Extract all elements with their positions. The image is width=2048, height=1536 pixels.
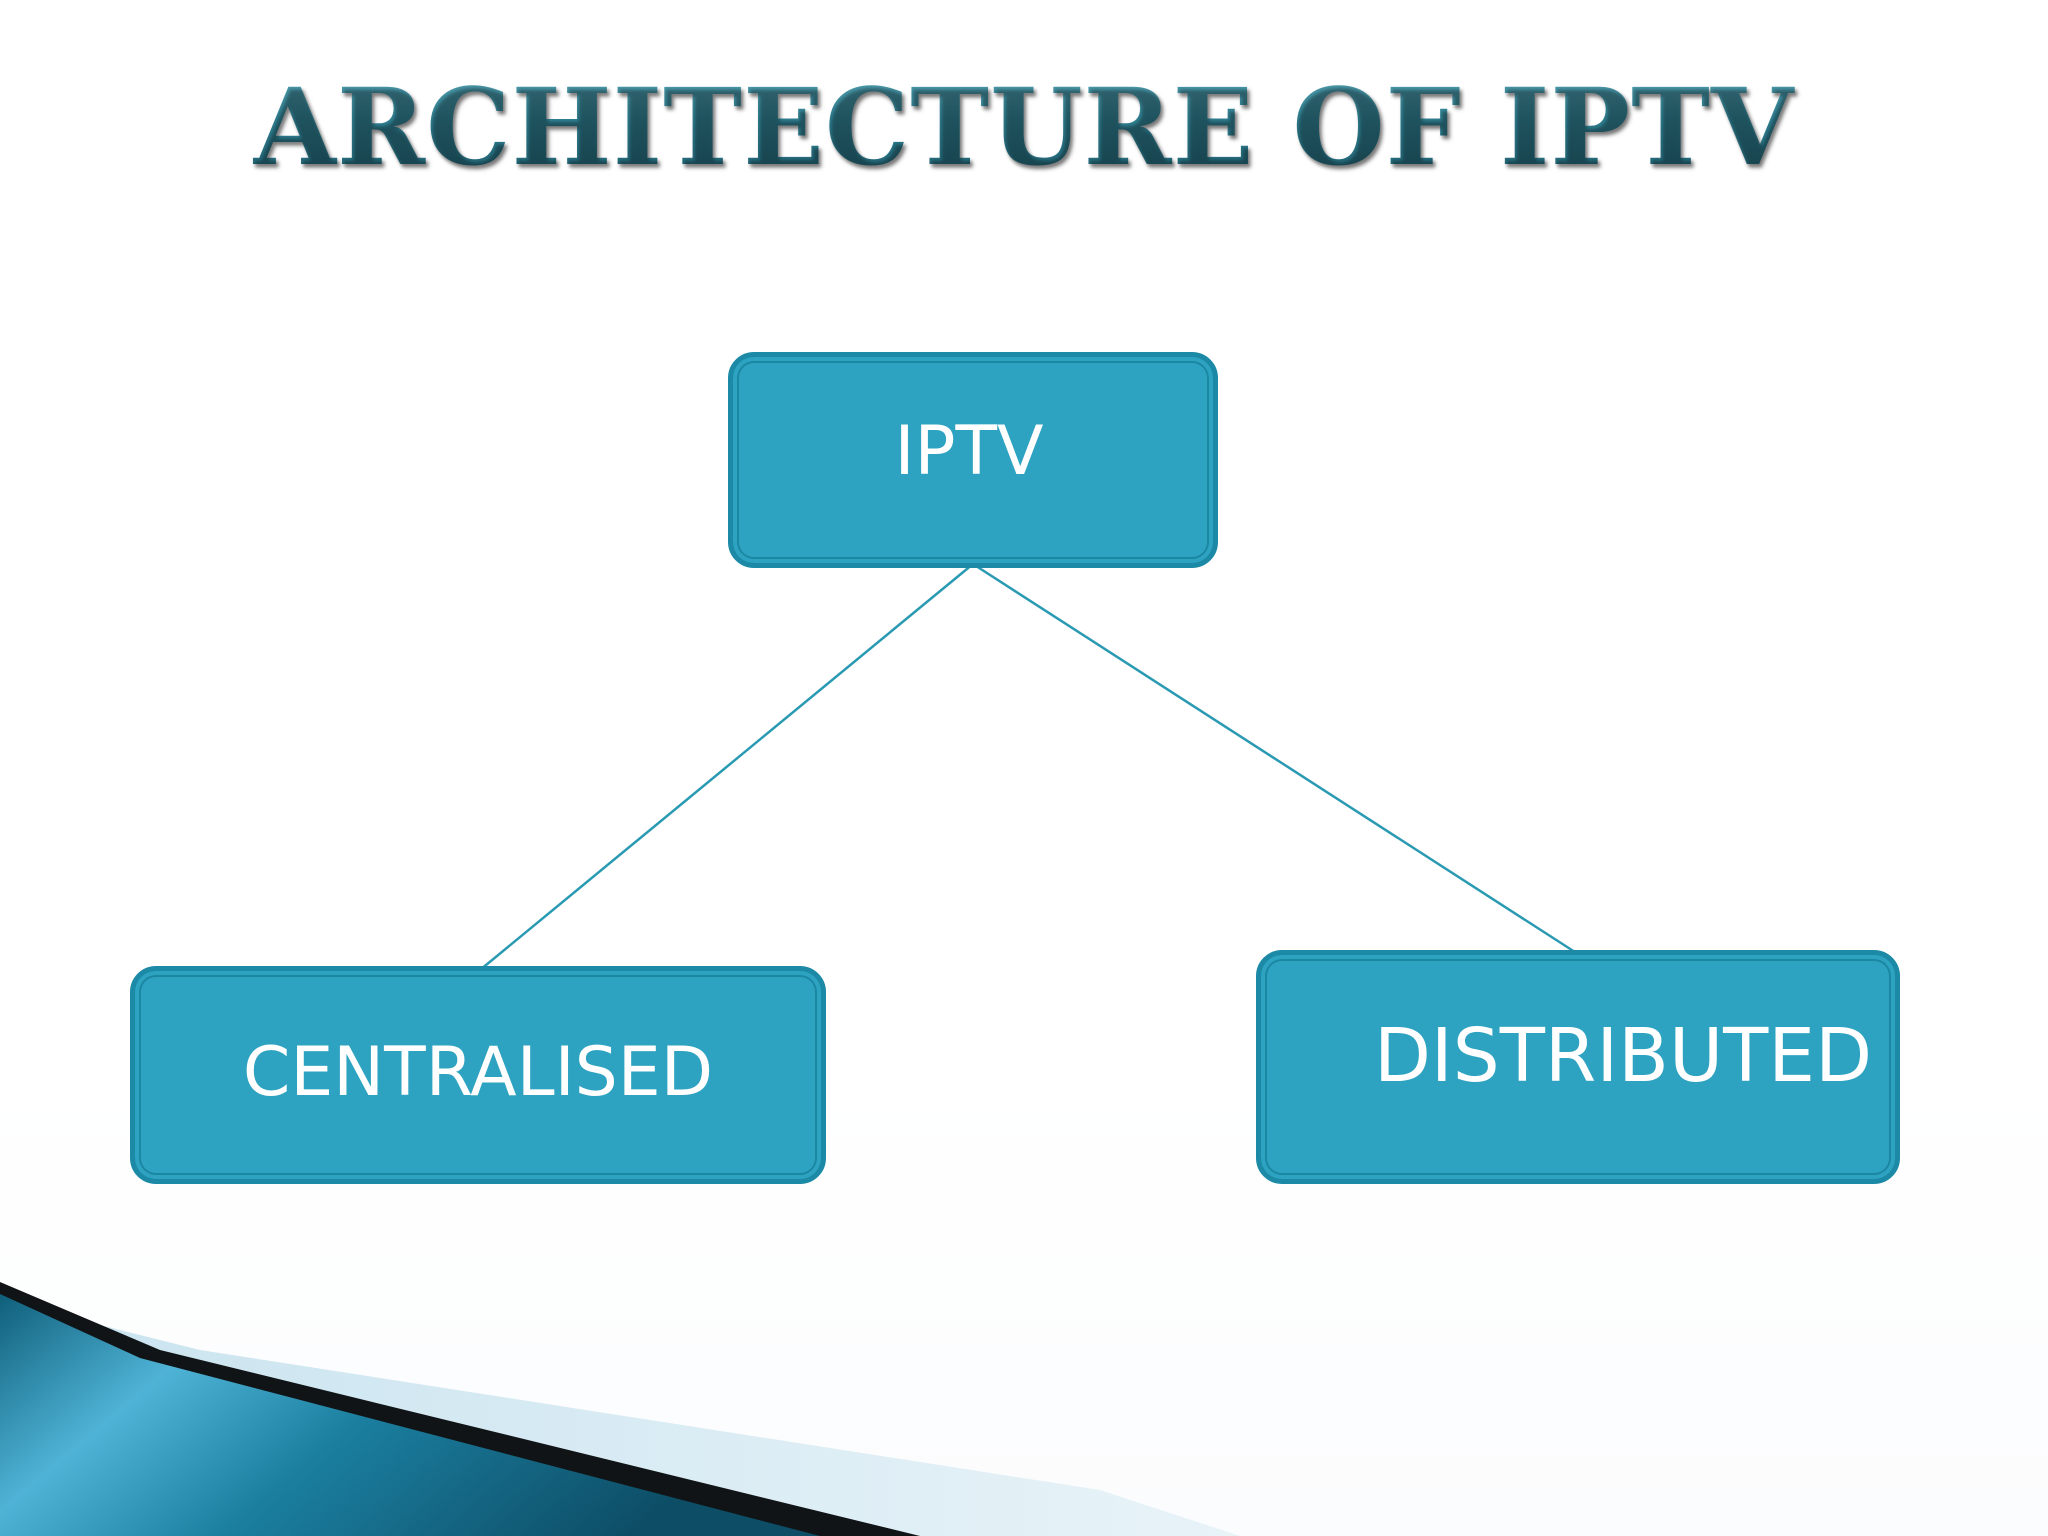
node-centralised-label: CENTRALISED bbox=[242, 1032, 714, 1112]
node-distributed-label: DISTRIBUTED bbox=[1373, 1013, 1873, 1099]
slide-title-shadow: ARCHITECTURE OF IPTV bbox=[3, 66, 2048, 196]
connector-root-to-distributed bbox=[972, 562, 1579, 956]
node-root-label: IPTV bbox=[894, 411, 1044, 491]
decorative-corner-swoosh bbox=[0, 1282, 1240, 1536]
connector-root-to-centralised bbox=[479, 563, 974, 971]
slide-title: ARCHITECTURE OF IPTV bbox=[0, 62, 2048, 192]
node-distributed: DISTRIBUTED bbox=[1256, 950, 1900, 1184]
node-root-iptv: IPTV bbox=[728, 352, 1218, 568]
node-centralised: CENTRALISED bbox=[130, 966, 826, 1184]
